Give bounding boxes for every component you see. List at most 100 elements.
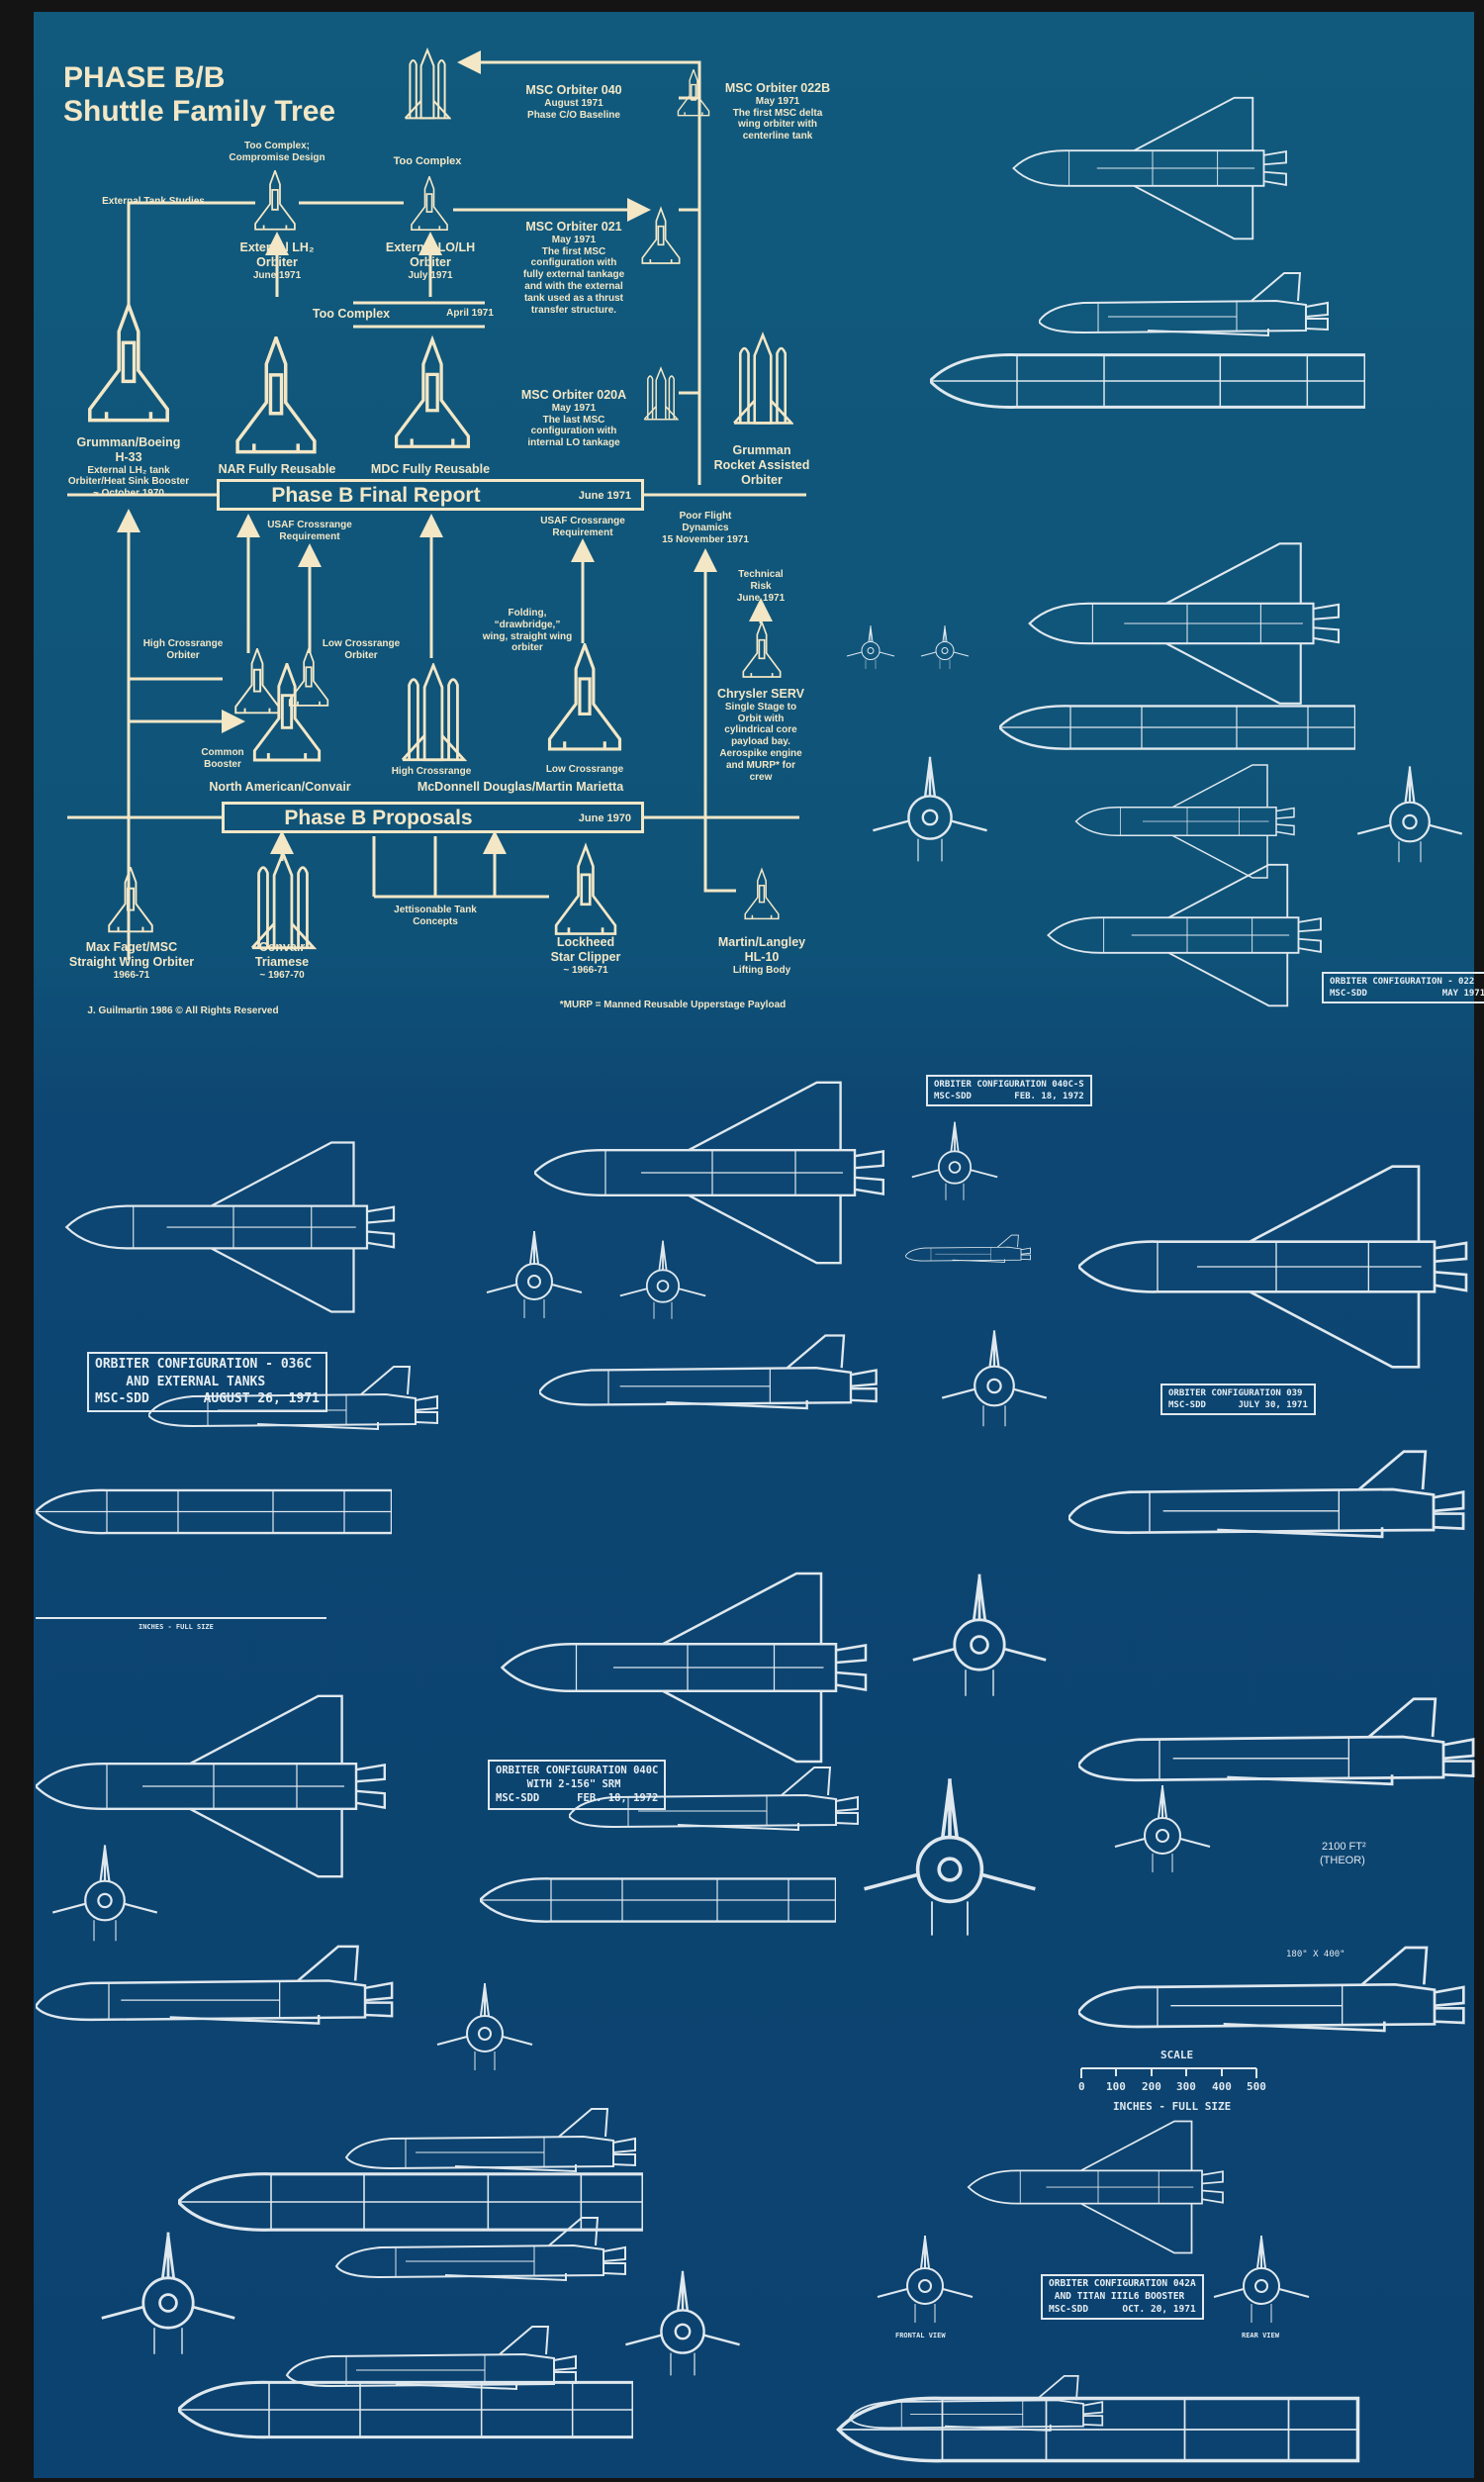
icon-external-lolh-orbiter bbox=[411, 176, 448, 232]
scale-tick-300: 300 bbox=[1176, 2080, 1196, 2093]
icon-mdc bbox=[394, 337, 471, 448]
drawing-lower-rear-view bbox=[623, 2269, 742, 2378]
drawing-039-top-view bbox=[1078, 1164, 1468, 1370]
tree-connectors bbox=[67, 50, 806, 960]
label-too-complex-top: Too Complex bbox=[393, 155, 462, 167]
scale-units: INCHES - FULL SIZE bbox=[1113, 2100, 1232, 2113]
poster-title: PHASE B/B Shuttle Family Tree bbox=[63, 61, 335, 128]
drawing-front-view-1 bbox=[846, 624, 895, 670]
label-ext-tank-studies: External Tank Studies bbox=[102, 196, 205, 207]
drawing-042a-booster bbox=[836, 2396, 1360, 2463]
icon-faget-orbiter bbox=[108, 867, 153, 933]
drawing-front-view-2 bbox=[920, 624, 970, 670]
icon-mdmm-low-crossrange bbox=[547, 643, 622, 751]
icon-nar bbox=[235, 336, 317, 454]
icon-high-crossrange-orbiter bbox=[233, 648, 281, 715]
icon-chrysler-serv bbox=[742, 621, 782, 678]
drawing-tank-2 bbox=[999, 705, 1355, 750]
drawing-039-side-view bbox=[1068, 1449, 1466, 1539]
drawing-040-front-view-2 bbox=[618, 1239, 707, 1321]
drawing-top-view-4 bbox=[1047, 863, 1323, 1007]
title-block-040c-s: ORBITER CONFIGURATION 040C-S MSC-SDD FEB… bbox=[926, 1075, 1092, 1107]
drawing-top-view-2 bbox=[1028, 541, 1341, 706]
drawing-040c-front-view bbox=[865, 1778, 1036, 1935]
drawing-042a-rear-view bbox=[1212, 2234, 1311, 2325]
scale-tick-100: 100 bbox=[1106, 2080, 1126, 2093]
drawing-042a-frontal-view bbox=[876, 2234, 974, 2325]
drawing-036c-tank bbox=[36, 1490, 392, 1533]
scale-label: SCALE bbox=[1160, 2049, 1194, 2061]
phase-b-final-report-box: Phase B Final Report June 1971 bbox=[217, 479, 644, 511]
icon-external-lh2-orbiter bbox=[254, 170, 296, 231]
icon-msc-021 bbox=[641, 207, 681, 265]
wing-area-theor: (THEOR) bbox=[1320, 1855, 1365, 1866]
copyright-credit: J. Guilmartin 1986 © All Rights Reserved bbox=[87, 1005, 279, 1016]
drawing-040-front-view bbox=[485, 1229, 584, 1320]
drawing-040c-srm bbox=[480, 1876, 836, 1924]
label-high-crossrange: High Crossrange bbox=[391, 766, 472, 777]
drawing-lower-orbiter-side bbox=[344, 2108, 637, 2173]
drawing-040c-top-view bbox=[501, 1572, 868, 1764]
left-scale-units: INCHES - FULL SIZE bbox=[139, 1623, 214, 1631]
icon-mdmm-high-crossrange bbox=[401, 663, 466, 762]
wing-area-note: 2100 FT² bbox=[1322, 1841, 1366, 1853]
drawing-040-side-view bbox=[539, 1334, 878, 1410]
icon-phase-co-stack bbox=[404, 48, 451, 120]
icon-hl10 bbox=[744, 868, 780, 920]
icon-msc-020a bbox=[643, 366, 679, 422]
icon-star-clipper bbox=[554, 844, 617, 936]
drawing-lower-tank-2 bbox=[178, 2380, 633, 2439]
drawing-040-front-view-3 bbox=[940, 1328, 1049, 1429]
drawing-lower-tank bbox=[178, 2171, 643, 2233]
title-block-036c: ORBITER CONFIGURATION - 036C AND EXTERNA… bbox=[87, 1352, 327, 1412]
drawing-large-side-view bbox=[36, 1945, 394, 2026]
drawing-large-orbiter-side-2 bbox=[1078, 1946, 1465, 2033]
drawing-040-side-small bbox=[905, 1233, 1032, 1264]
phase-b-proposals-box: Phase B Proposals June 1970 bbox=[222, 802, 644, 833]
drawing-large-orbiter-side bbox=[1078, 1699, 1473, 1784]
drawing-040-top-view bbox=[534, 1081, 885, 1265]
label-low-crossrange: Low Crossrange bbox=[545, 764, 624, 775]
title-line-2: Shuttle Family Tree bbox=[63, 94, 336, 128]
scale-tick-0: 0 bbox=[1078, 2080, 1085, 2093]
drawing-large-front-view bbox=[50, 1844, 159, 1943]
scale-tick-400: 400 bbox=[1212, 2080, 1232, 2093]
label-nar: NAR Fully Reusable bbox=[218, 462, 336, 476]
icon-convair-triamese bbox=[250, 851, 316, 950]
drawing-022-top-view bbox=[1011, 96, 1288, 240]
drawing-top-view-3 bbox=[1074, 763, 1296, 880]
payload-bay-note: 180" X 400" bbox=[1286, 1950, 1345, 1959]
label-compromise: Too Complex;Compromise Design bbox=[229, 141, 325, 163]
label-folding-wing: Folding,“drawbridge,”wing, straight wing… bbox=[482, 608, 573, 654]
scale-bar bbox=[36, 1617, 1257, 2078]
drawing-lower-front-view bbox=[100, 2231, 236, 2356]
murp-footnote: *MURP = Manned Reusable Upperstage Paylo… bbox=[559, 1000, 787, 1010]
icon-h33 bbox=[87, 303, 170, 423]
label-north-american-convair: North American/Convair bbox=[209, 780, 351, 794]
drawing-lower-orbiter-side-3 bbox=[285, 2326, 578, 2391]
drawing-036c-top-view bbox=[64, 1141, 396, 1313]
blueprint-drawings bbox=[36, 96, 1473, 2463]
label-too-complex-mid: Too Complex bbox=[312, 307, 391, 321]
drawing-040-rear-view bbox=[910, 1120, 999, 1201]
label-mcdonnell-martin: McDonnell Douglas/Martin Marietta bbox=[417, 780, 624, 794]
drawing-040c-rear-view bbox=[911, 1573, 1048, 1698]
